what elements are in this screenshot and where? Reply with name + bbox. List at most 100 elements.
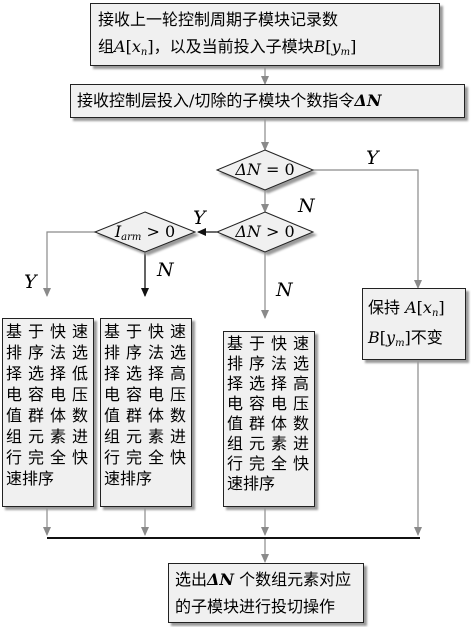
glyph: 完 <box>126 448 143 467</box>
decision-2-text: ΔN > 0 <box>235 222 295 241</box>
glyph: 速 <box>72 322 89 341</box>
output-box <box>168 563 364 623</box>
glyph: 容 <box>28 385 45 404</box>
glyph: 电 <box>6 385 23 404</box>
decision-1-yes-label: Y <box>366 147 379 169</box>
glyph: 群 <box>126 406 143 425</box>
keep-unchanged-line2: B[ym]不变 <box>368 328 443 349</box>
glyph: 选 <box>293 354 310 373</box>
glyph: 择 <box>50 364 67 383</box>
decision-1-text: ΔN = 0 <box>235 160 295 179</box>
decision-2-yes-label: Y <box>193 207 206 229</box>
glyph: 素 <box>50 427 67 446</box>
glyph: 高 <box>170 364 187 383</box>
start-box-line2: 组A[xn]，以及当前投入子模块B[ym] <box>98 37 357 58</box>
start-box-line1: 接收上一轮控制周期子模块记录数 <box>98 10 339 29</box>
glyph: 元 <box>249 434 266 453</box>
glyph: 行 <box>6 448 23 467</box>
glyph: 群 <box>249 414 266 433</box>
decision-diamond-1 <box>215 149 315 191</box>
glyph: 进 <box>293 434 310 453</box>
glyph: 快 <box>50 322 67 341</box>
glyph: 元 <box>28 427 45 446</box>
glyph: 全 <box>50 448 67 467</box>
glyph: 选 <box>170 343 187 362</box>
decision-3-no-label: N <box>157 259 174 281</box>
glyph: 序 <box>28 343 45 362</box>
glyph: 选 <box>28 364 45 383</box>
glyph: 于 <box>126 322 143 341</box>
glyph: 体 <box>271 414 288 433</box>
glyph: 完 <box>28 448 45 467</box>
glyph: 值 <box>227 414 244 433</box>
glyph: 电 <box>104 385 121 404</box>
glyph: 择 <box>271 374 288 393</box>
glyph: 快 <box>170 448 187 467</box>
start-box <box>90 3 440 66</box>
glyph: 进 <box>170 427 187 446</box>
glyph: 法 <box>148 343 165 362</box>
glyph: 序 <box>126 343 143 362</box>
glyph: 组 <box>6 427 23 446</box>
glyph: 容 <box>126 385 143 404</box>
keep-unchanged-line1: 保持 A[xn] <box>368 298 445 319</box>
receive-command-box <box>70 84 465 118</box>
keep-unchanged-box <box>362 288 466 360</box>
glyph: 于 <box>249 334 266 353</box>
arrow-decision3-yes <box>43 231 96 297</box>
sort-box-low-voltage <box>2 318 94 507</box>
glyph: 基 <box>104 322 121 341</box>
glyph: 择 <box>104 364 121 383</box>
glyph: 排 <box>104 343 121 362</box>
decision-1-no-label: N <box>298 195 315 217</box>
receive-command-text: 接收控制层投入/切除的子模块个数指令ΔN <box>77 91 382 110</box>
glyph: 数 <box>72 406 89 425</box>
arrow-decision1-yes <box>313 169 422 289</box>
glyph: 快 <box>293 454 310 473</box>
glyph: 法 <box>50 343 67 362</box>
glyph: 低 <box>72 364 89 383</box>
glyph: 电 <box>227 394 244 413</box>
glyph: 择 <box>6 364 23 383</box>
glyph: 电 <box>50 385 67 404</box>
glyph: 快 <box>72 448 89 467</box>
glyph: 行 <box>227 454 244 473</box>
glyph: 电 <box>271 394 288 413</box>
glyph: 全 <box>148 448 165 467</box>
glyph: 序 <box>249 354 266 373</box>
glyph: 压 <box>293 394 310 413</box>
glyph: 择 <box>148 364 165 383</box>
glyph: 群 <box>28 406 45 425</box>
glyph: 法 <box>271 354 288 373</box>
glyph: 元 <box>126 427 143 446</box>
glyph: 压 <box>170 385 187 404</box>
output-box-line1: 选出ΔN 个数组元素对应 <box>175 570 352 589</box>
glyph: 全 <box>271 454 288 473</box>
glyph: 速 <box>170 322 187 341</box>
glyph: 速 <box>293 334 310 353</box>
glyph: 数 <box>170 406 187 425</box>
glyph: 值 <box>6 406 23 425</box>
glyph: 选 <box>249 374 266 393</box>
glyph: 素 <box>148 427 165 446</box>
glyph: 值 <box>104 406 121 425</box>
decision-2-no-label: N <box>276 279 293 301</box>
glyph: 组 <box>227 434 244 453</box>
glyph: 基 <box>6 322 23 341</box>
sort-box-high-voltage-left <box>100 318 192 507</box>
decision-diamond-3 <box>93 211 197 253</box>
decision-diamond-2 <box>215 211 315 253</box>
glyph-last-line: 速排序 <box>104 469 153 488</box>
glyph: 排 <box>227 354 244 373</box>
glyph-last-line: 速排序 <box>6 469 55 488</box>
glyph: 数 <box>293 414 310 433</box>
sort-box-high-voltage-right <box>223 331 315 507</box>
glyph: 容 <box>249 394 266 413</box>
glyph: 于 <box>28 322 45 341</box>
glyph: 基 <box>227 334 244 353</box>
glyph: 体 <box>50 406 67 425</box>
glyph: 压 <box>72 385 89 404</box>
glyph: 快 <box>148 322 165 341</box>
output-box-line2: 的子模块进行投切操作 <box>175 597 336 616</box>
